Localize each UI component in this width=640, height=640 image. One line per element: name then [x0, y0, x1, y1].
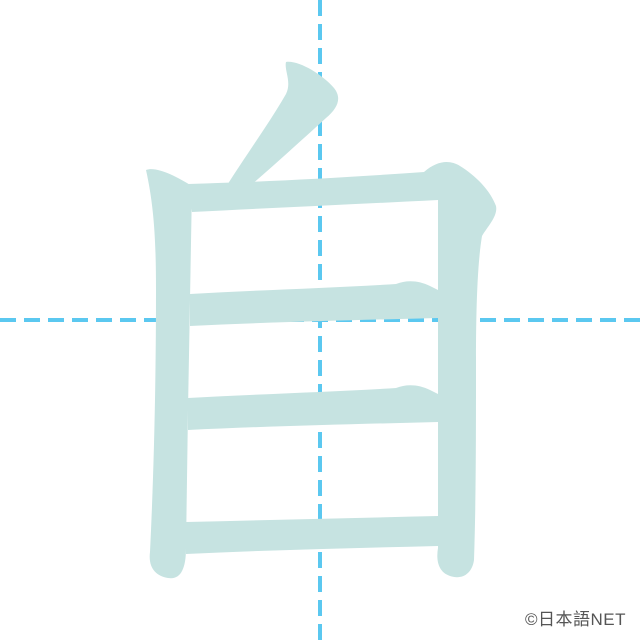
stroke-bottom-horizontal: [186, 516, 438, 554]
stroke-middle-horizontal-2: [188, 385, 438, 430]
stroke-top-dot: [224, 61, 339, 191]
copyright-label: ©日本語NET: [524, 610, 626, 629]
kanji-glyph: [146, 61, 497, 579]
stroke-middle-horizontal-1: [190, 281, 438, 326]
stroke-left-vertical: [146, 169, 192, 579]
stroke-top-right-frame: [188, 162, 497, 578]
